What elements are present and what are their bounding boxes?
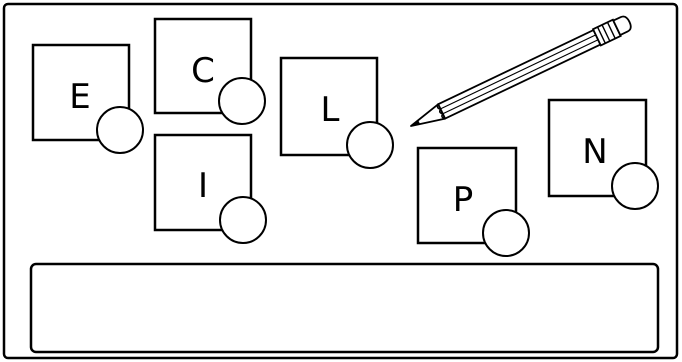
- tile-circle-slot[interactable]: [611, 162, 659, 210]
- pencil-body-line: [442, 39, 599, 115]
- tile-letter: N: [582, 132, 607, 172]
- letter-tile-n[interactable]: N: [547, 98, 659, 210]
- tile-letter: C: [191, 51, 215, 91]
- tile-letter: P: [453, 180, 474, 220]
- letter-tile-p[interactable]: P: [416, 146, 530, 257]
- tile-circle-slot[interactable]: [482, 209, 530, 257]
- tile-circle-slot[interactable]: [218, 77, 266, 125]
- pencil-ferrule-band: [596, 26, 606, 44]
- letter-tile-c[interactable]: C: [153, 17, 266, 125]
- tile-letter: L: [321, 90, 340, 130]
- tile-circle-slot[interactable]: [219, 196, 267, 244]
- pencil-eraser: [612, 15, 632, 37]
- tile-letter: E: [69, 77, 90, 117]
- pencil-ferrule-band: [601, 24, 611, 42]
- pencil-lead: [411, 120, 421, 126]
- answer-input-box[interactable]: [29, 262, 660, 354]
- tile-letter: I: [198, 166, 208, 206]
- pencil-icon[interactable]: [407, 14, 633, 134]
- letter-tile-i[interactable]: I: [153, 133, 267, 244]
- tile-circle-slot[interactable]: [96, 106, 144, 154]
- pencil-shaving-edge: [436, 103, 446, 120]
- tile-circle-slot[interactable]: [346, 121, 394, 169]
- pencil-body-line: [440, 34, 597, 110]
- letter-tile-e[interactable]: E: [31, 43, 144, 154]
- letter-tile-l[interactable]: L: [279, 56, 394, 169]
- pencil-ferrule-band: [606, 22, 616, 39]
